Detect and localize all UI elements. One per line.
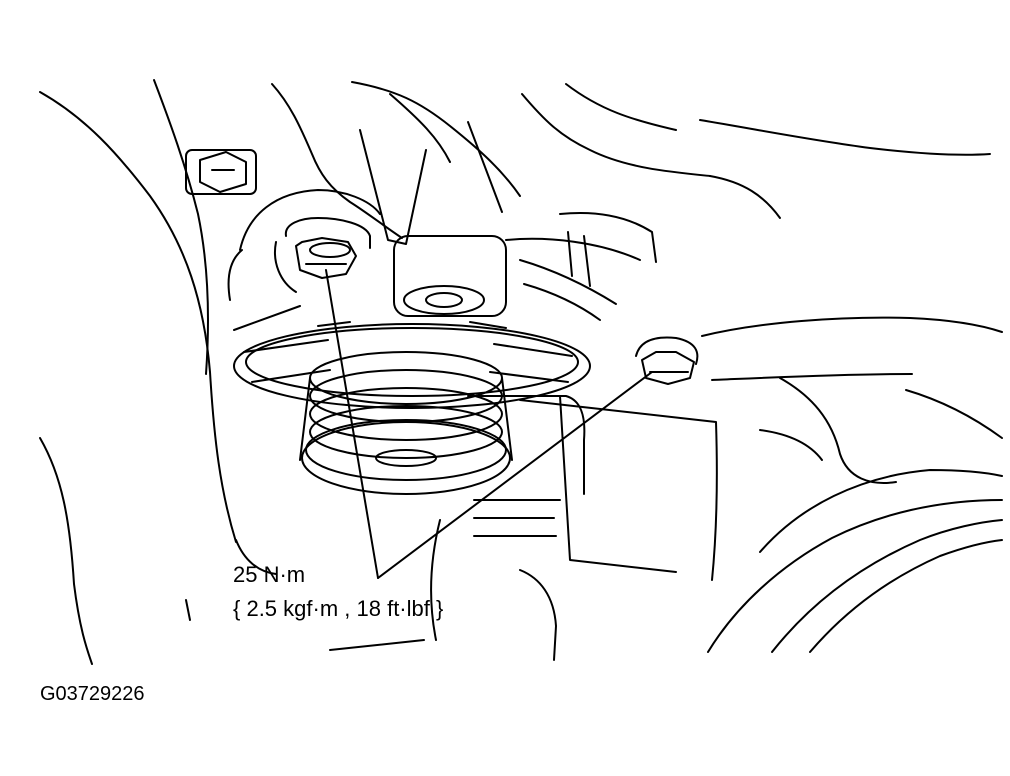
- mount-boss: [227, 189, 381, 331]
- left-flange-bolt: [274, 217, 371, 293]
- torque-leader-lines: [325, 269, 653, 579]
- right-engine-contour: [701, 316, 1003, 653]
- alternator-body: [393, 211, 657, 321]
- lower-housing: [235, 395, 718, 661]
- upper-bracket: [271, 81, 991, 245]
- torque-value-metric: 25 N·m: [233, 562, 306, 587]
- right-flange-bolt: [635, 336, 699, 385]
- figure-code: G03729226: [40, 683, 145, 705]
- left-engine-contour: [39, 79, 237, 665]
- torque-value-conversions: { 2.5 kgf·m , 18 ft·lbf }: [233, 596, 444, 621]
- pulley-grooves: [299, 351, 513, 495]
- pulley-fan-flange: [233, 321, 591, 409]
- top-left-bolt: [185, 149, 257, 195]
